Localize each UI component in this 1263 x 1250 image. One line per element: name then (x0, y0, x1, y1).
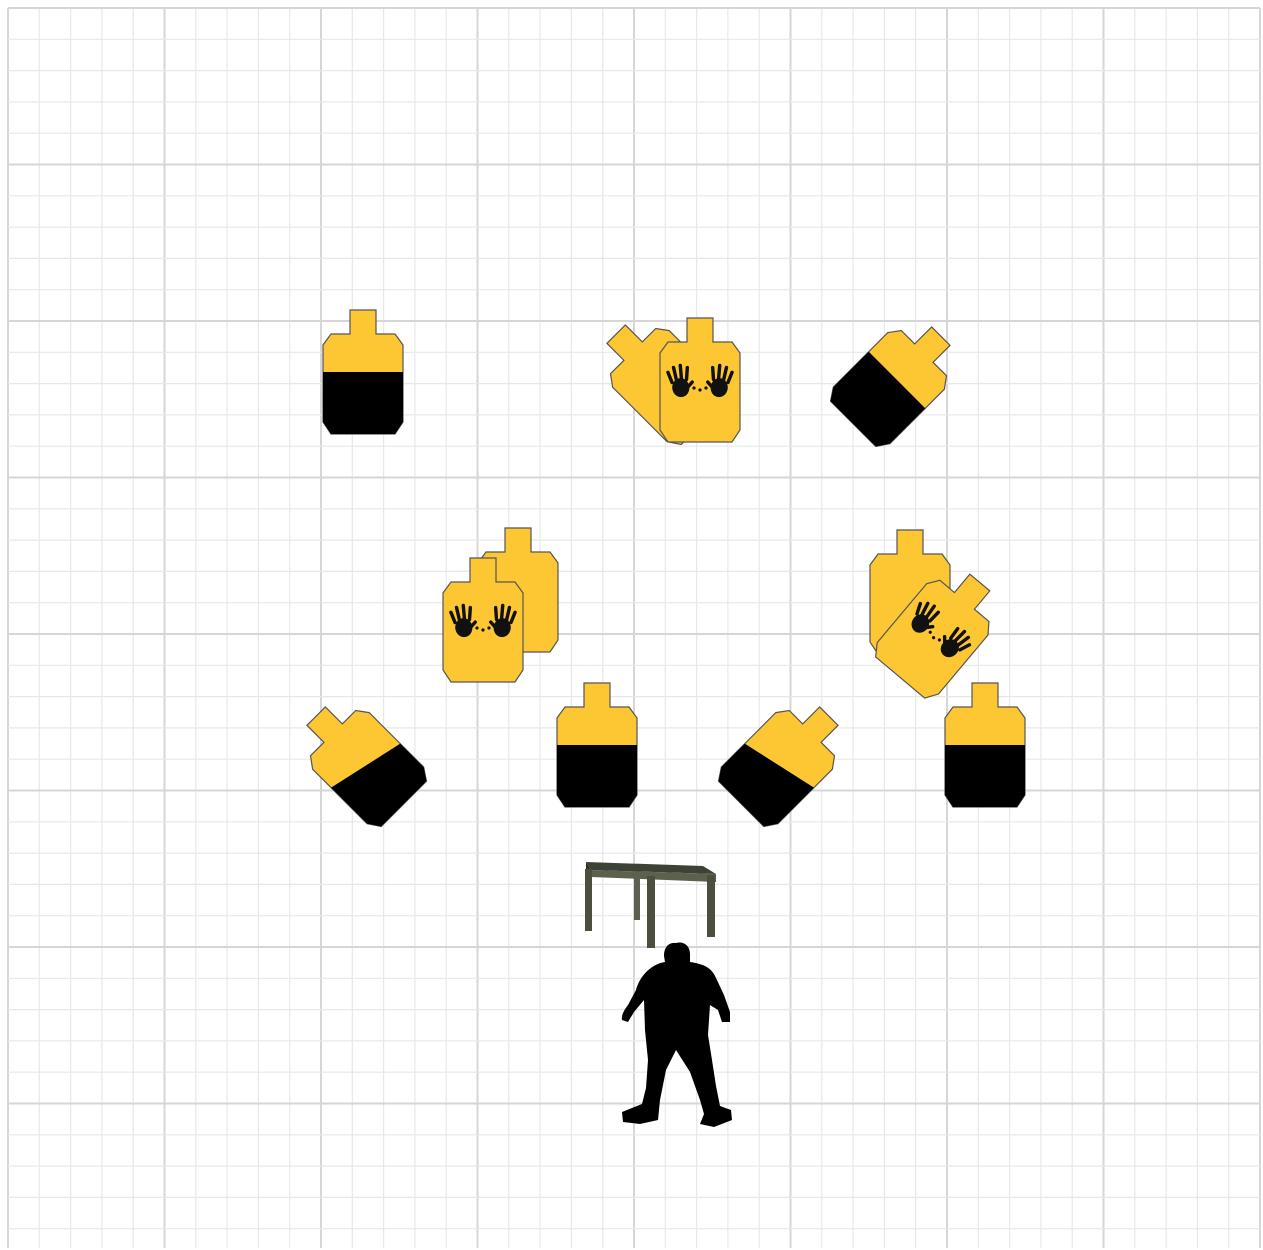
shooter-silhouette-icon (622, 943, 732, 1127)
hard-cover (318, 372, 408, 442)
shoot-target (704, 684, 861, 841)
shoot-target (318, 310, 408, 442)
shoot-target (816, 304, 973, 461)
hard-cover (552, 745, 642, 815)
shoot-target (940, 683, 1030, 815)
grid-background (8, 8, 1260, 1248)
shoot-target (552, 683, 642, 815)
shoot-target (284, 684, 441, 841)
hard-cover (940, 745, 1030, 815)
targets-layer (284, 304, 1030, 841)
